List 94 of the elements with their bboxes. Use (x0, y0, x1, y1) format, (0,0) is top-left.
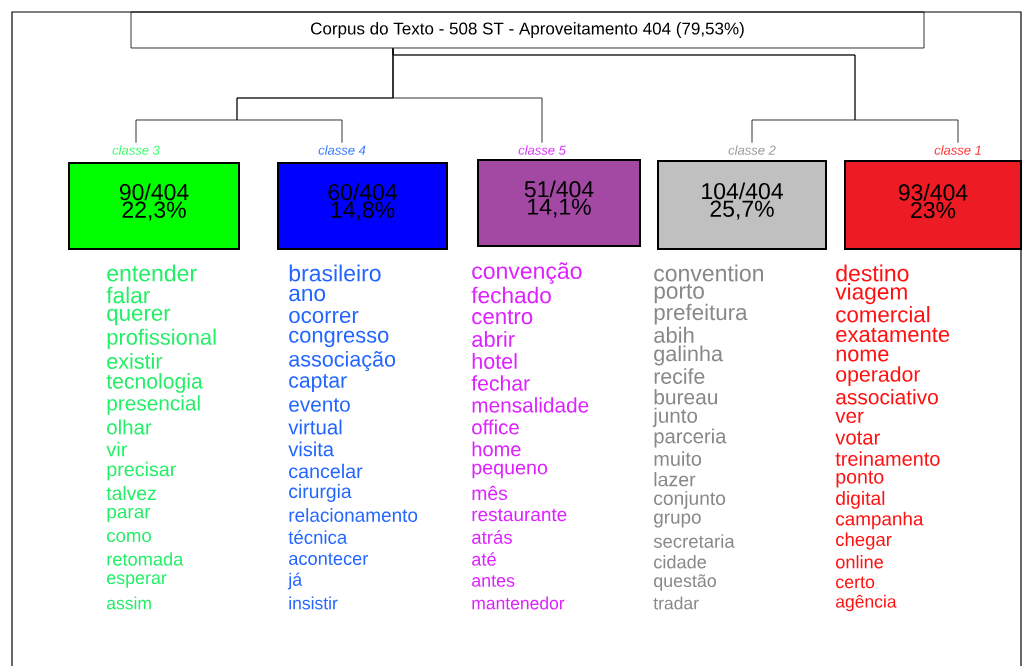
word: digital (836, 490, 885, 509)
word: retomada (107, 552, 184, 566)
word: associativo (836, 389, 938, 405)
word: ponto (836, 470, 884, 488)
word: técnica (288, 530, 348, 544)
word: parar (107, 507, 151, 523)
word: pequeno (472, 463, 548, 479)
word: recife (654, 368, 705, 384)
word: nome (836, 349, 889, 362)
word: profissional (107, 328, 216, 350)
class-box: 90/404 22,3% (68, 162, 240, 250)
word: lazer (654, 472, 696, 487)
word: mantenedor (472, 596, 565, 610)
word: home (472, 441, 521, 457)
word: votar (835, 431, 880, 445)
word: convenção (472, 262, 582, 284)
word: até (472, 552, 496, 566)
word: mês (472, 485, 508, 501)
word: já (287, 572, 303, 590)
word: existir (107, 353, 163, 369)
word: centro (472, 309, 533, 325)
word: acontecer (289, 553, 369, 565)
word: parceria (654, 428, 727, 448)
class-label: classe 5 (518, 145, 566, 155)
word: galinha (654, 345, 723, 366)
word: captar (289, 373, 347, 393)
word: ver (835, 411, 864, 424)
word: treinamento (835, 451, 940, 466)
word: antes (472, 575, 515, 587)
class-label: classe 1 (934, 145, 981, 155)
word: fechado (471, 286, 551, 304)
word: cirurgia (289, 484, 352, 502)
class-box: 93/404 23% (844, 160, 1022, 250)
class-label: classe 2 (728, 145, 776, 155)
word: virtual (288, 419, 342, 435)
word: esperar (107, 574, 167, 588)
word: grupo (654, 513, 701, 528)
word: querer (107, 308, 171, 326)
word: office (472, 419, 519, 435)
word: presencial (107, 395, 200, 415)
word: abih (654, 326, 694, 343)
word: comercial (836, 306, 930, 323)
word: destino (836, 264, 909, 282)
word: olhar (107, 419, 152, 435)
word: relacionamento (289, 508, 418, 522)
word: cidade (654, 555, 707, 569)
tree-line (392, 48, 959, 144)
word: muito (654, 451, 702, 466)
class-box: 60/404 14,8% (277, 162, 448, 250)
word: associação (289, 350, 396, 372)
class-box: 104/404 25,7% (657, 160, 827, 250)
word: junto (652, 407, 698, 427)
word: assim (107, 596, 151, 610)
word: prefeitura (654, 303, 748, 325)
word: questão (654, 574, 716, 591)
word: brasileiro (289, 264, 381, 282)
title-box: Corpus do Texto - 508 ST - Aproveitamento 404 (79,53%) (130, 11, 925, 49)
word: vir (106, 441, 128, 457)
word: certo (836, 576, 875, 589)
word: chegar (836, 532, 892, 550)
word: ano (289, 288, 326, 302)
word: restaurante (472, 508, 567, 522)
word: como (107, 531, 151, 543)
word: falar (106, 286, 150, 304)
class-box: 51/404 14,1% (477, 159, 641, 247)
word: agência (836, 594, 897, 612)
word: bureau (654, 389, 718, 405)
word: hotel (472, 353, 517, 369)
class-label: classe 3 (112, 145, 160, 155)
word: congresso (289, 330, 389, 348)
word: convention (654, 264, 763, 282)
word: viagem (835, 283, 907, 305)
word: campanha (836, 511, 924, 530)
word: cancelar (289, 463, 363, 479)
word: precisar (107, 461, 176, 481)
word: online (836, 555, 883, 569)
word: fechar (471, 375, 530, 391)
word: mensalidade (472, 397, 589, 413)
word: ocorrer (289, 310, 359, 324)
word: talvez (106, 485, 156, 501)
word: operador (836, 366, 921, 386)
word: insistir (289, 596, 338, 610)
word: porto (654, 283, 704, 304)
word: tradar (653, 596, 699, 610)
word: abrir (472, 330, 515, 348)
word: exatamente (836, 327, 950, 343)
word: atrás (472, 530, 512, 544)
word: secretaria (653, 534, 735, 548)
word: evento (289, 398, 350, 412)
word: tecnologia (106, 373, 203, 393)
class-label: classe 4 (318, 145, 366, 155)
word: conjunto (654, 490, 726, 509)
word: entender (107, 264, 197, 282)
word: visita (288, 441, 334, 457)
